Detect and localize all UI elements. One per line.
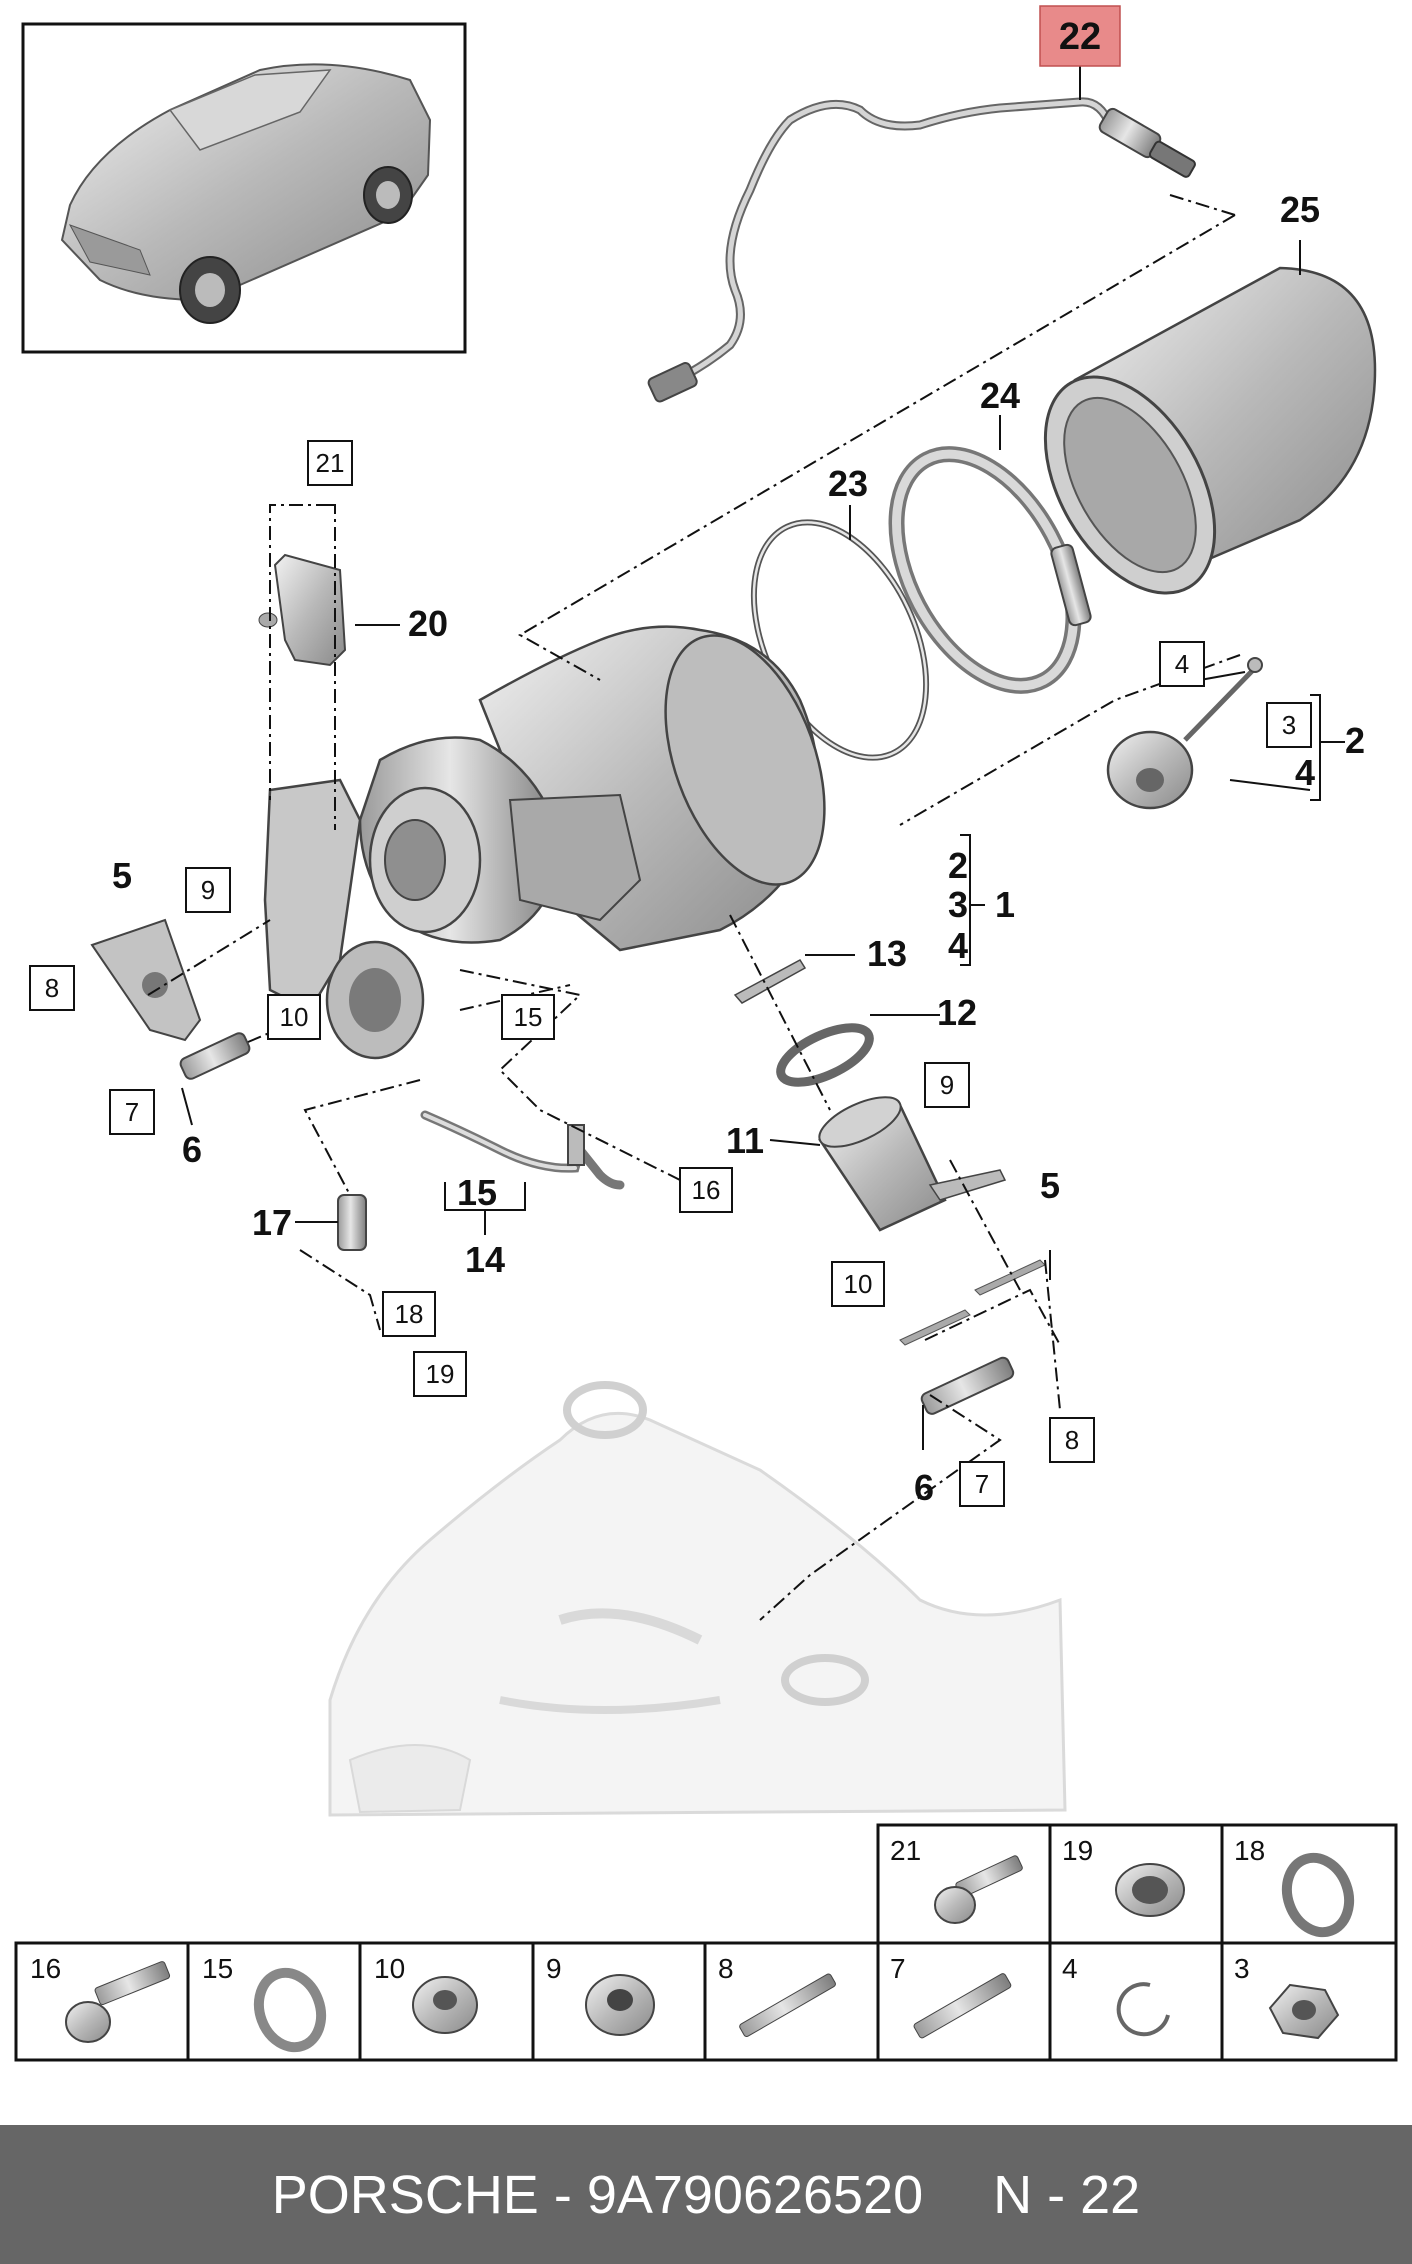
callout-5-left: 5: [112, 855, 132, 896]
bolt-16-icon: [65, 1961, 171, 2043]
callout-15-box: 15: [514, 1002, 543, 1032]
table-cell-21-num: 21: [890, 1835, 921, 1866]
oil-line-part: [420, 1110, 625, 1190]
callout-10-box-right: 10: [844, 1269, 873, 1299]
callout-4-right: 4: [1295, 752, 1315, 793]
exploded-parts-diagram: 22 25 24 23 20 2 4 2 3 1 4 5 6 13 12 11 …: [14, 5, 1398, 2062]
oxygen-sensor-part: [647, 97, 1196, 403]
callout-6-left: 6: [182, 1129, 202, 1170]
callout-9-box-right: 9: [940, 1070, 954, 1100]
footer-page: N - 22: [993, 2164, 1141, 2225]
leader-lines: [181, 65, 1345, 1450]
parts-table-bottom: 16 15 10 9 8 7 4 3: [14, 1941, 1398, 2062]
callout-4-center: 4: [948, 925, 968, 966]
circlip-4-icon: [1116, 1982, 1170, 2037]
callout-6-right: 6: [914, 1467, 934, 1508]
callout-3-center: 3: [948, 884, 968, 925]
footer-bar: PORSCHE - 9A790626520 N - 22: [0, 2125, 1412, 2264]
clamp-12-part: [776, 1023, 874, 1087]
callout-18-box: 18: [395, 1299, 424, 1329]
table-cell-18-num: 18: [1234, 1835, 1265, 1866]
table-cell-19-num: 19: [1062, 1835, 1093, 1866]
table-cell-8-num: 8: [718, 1953, 734, 1984]
seal-ring-15-icon: [253, 1967, 327, 2053]
turbocharger-part: [263, 625, 826, 1060]
callout-8-box-right: 8: [1065, 1425, 1079, 1455]
callout-5-right: 5: [1040, 1165, 1060, 1206]
callout-3-box: 3: [1282, 710, 1296, 740]
table-cell-10-num: 10: [374, 1953, 405, 1984]
engine-illustration: [328, 1381, 1067, 1817]
footer-brand-part: PORSCHE - 9A790626520: [271, 2164, 924, 2225]
callout-15-bold: 15: [457, 1172, 497, 1213]
callout-2-center: 2: [948, 845, 968, 886]
parts-table-top: 21 19 18: [876, 1823, 1398, 1945]
bolt-21-icon: [934, 1855, 1023, 1924]
callout-22: 22: [1059, 16, 1101, 58]
nut-10-icon: [412, 1976, 478, 2034]
callout-20: 20: [408, 603, 448, 644]
callout-7-box-left: 7: [125, 1097, 139, 1127]
callout-22-highlight: [1039, 5, 1121, 67]
stud-part-right: [920, 1356, 1015, 1415]
callout-13: 13: [867, 933, 907, 974]
table-cell-3-num: 3: [1234, 1953, 1250, 1984]
banjo-bolt-part: [337, 1194, 367, 1251]
gasket-13-part: [733, 959, 807, 1004]
lower-gaskets-part: [899, 1259, 1046, 1346]
table-cell-4-num: 4: [1062, 1953, 1078, 1984]
callout-7-box-right: 7: [975, 1469, 989, 1499]
nut-9-icon: [585, 1974, 655, 2036]
actuator-part: [258, 553, 347, 667]
callout-24: 24: [980, 375, 1020, 416]
table-cell-15-num: 15: [202, 1953, 233, 1984]
callout-17: 17: [252, 1202, 292, 1243]
pipe-11-part: [818, 1096, 1007, 1232]
callout-2-right: 2: [1345, 720, 1365, 761]
dash-dot-lines: [147, 194, 1241, 1621]
callout-16-box: 16: [692, 1175, 721, 1205]
table-cell-16-num: 16: [30, 1953, 61, 1984]
nut-3-icon: [1268, 1983, 1340, 2040]
callout-11: 11: [726, 1120, 764, 1161]
table-cell-7-num: 7: [890, 1953, 906, 1984]
callout-8-box-left: 8: [45, 973, 59, 1003]
stud-8-icon: [739, 1973, 836, 2037]
vehicle-thumbnail: [21, 22, 467, 354]
plug-19-icon: [1115, 1863, 1185, 1917]
table-cell-9-num: 9: [546, 1953, 562, 1984]
callout-1: 1: [995, 884, 1015, 925]
stud-7-icon: [913, 1973, 1012, 2039]
callout-21-box: 21: [316, 448, 345, 478]
callout-14: 14: [465, 1239, 505, 1280]
v-band-clamp-part: [888, 446, 1092, 694]
callout-9-box-left: 9: [201, 875, 215, 905]
boxed-callouts: 21 4 3 9 8 10 7 15 9 16 10 18 19 8 7: [29, 440, 1312, 1507]
callout-12: 12: [937, 992, 977, 1033]
callout-19-box: 19: [426, 1359, 455, 1389]
bracket-plate-part: [90, 918, 202, 1042]
callout-23: 23: [828, 463, 868, 504]
callout-4-box: 4: [1175, 649, 1189, 679]
seal-ring-18-icon: [1281, 1852, 1355, 1938]
callout-25: 25: [1280, 189, 1320, 230]
catalytic-converter-part: [1043, 266, 1377, 595]
wastegate-actuator-part: [1106, 657, 1263, 810]
callout-10-box-left: 10: [280, 1002, 309, 1032]
stud-part-left: [179, 1032, 251, 1080]
